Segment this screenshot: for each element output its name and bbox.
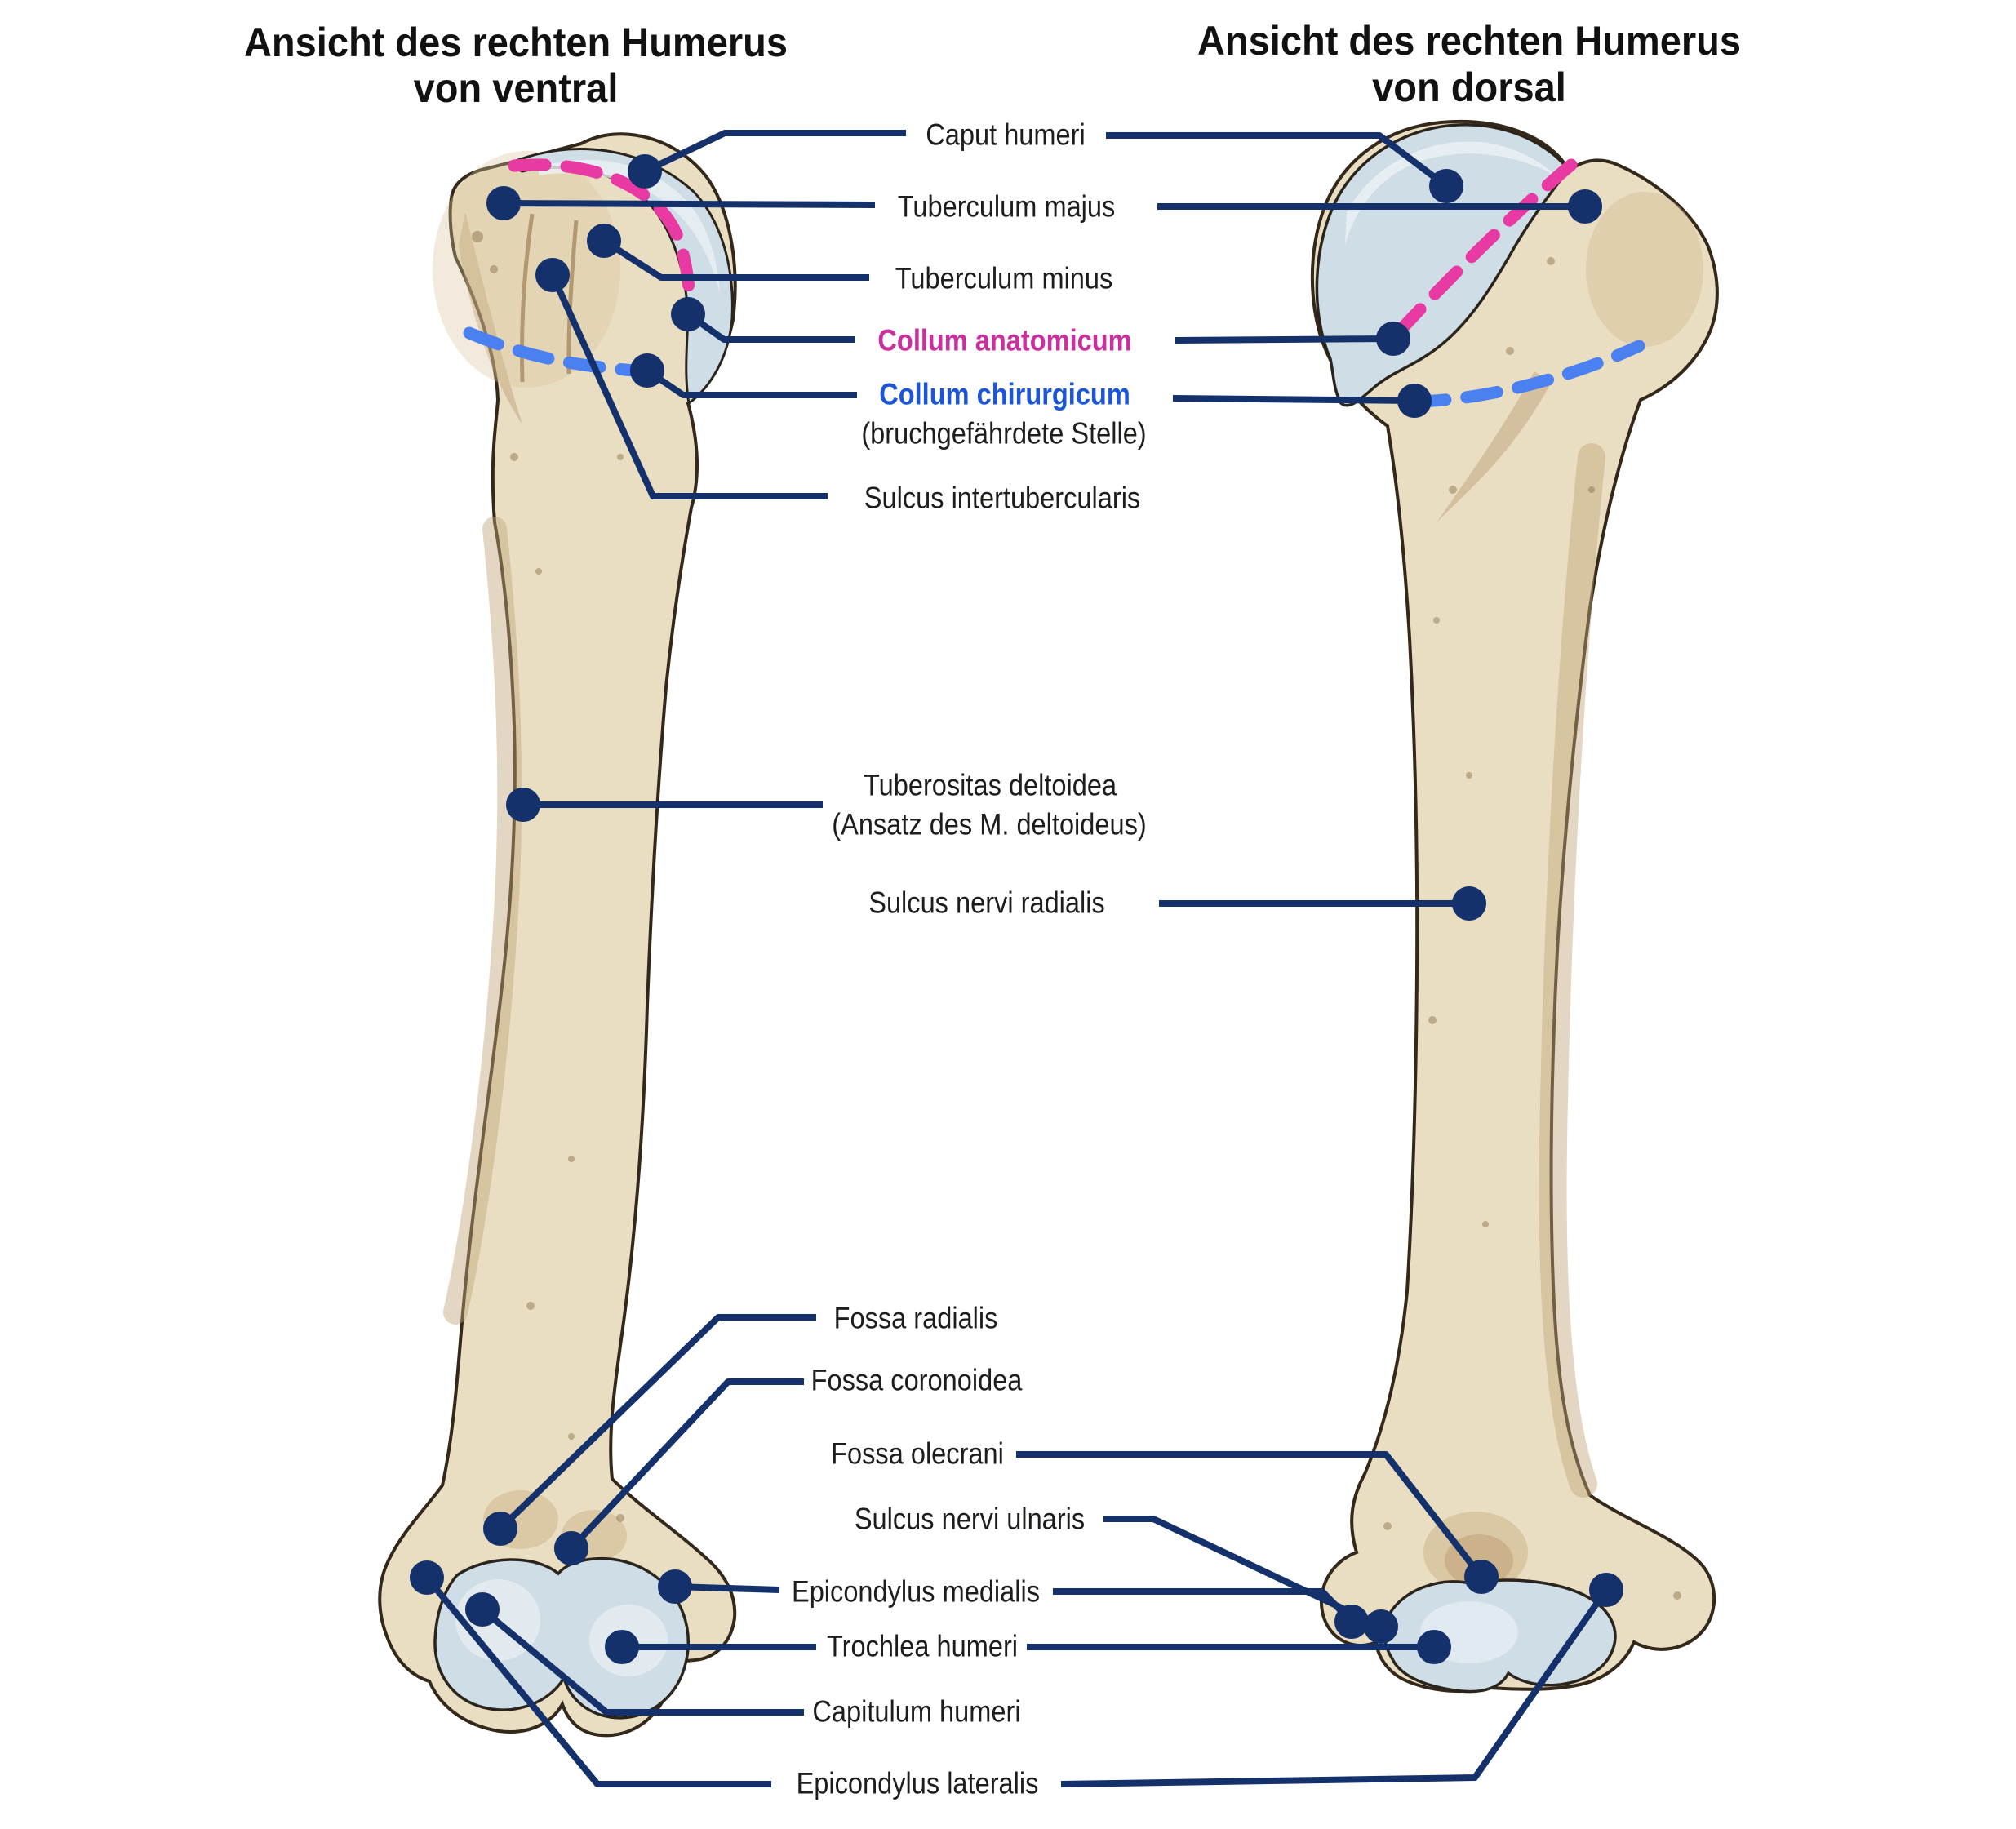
- ventral-shaft-shading: [443, 517, 522, 1325]
- leader-epicondylus-medialis-dorsal: [1053, 1588, 1369, 1639]
- leader-collum-chirurgicum-ventral: [630, 353, 857, 398]
- leader-sulcus-intertubercularis-ventral: [535, 258, 828, 499]
- title-dorsal-line2: von dorsal: [1372, 64, 1566, 110]
- leader-epicondylus-medialis-ventral: [658, 1569, 780, 1604]
- leader-fossa-radialis-ventral: [483, 1314, 816, 1546]
- dorsal-head-cartilage-highlight: [1345, 141, 1555, 245]
- label-caput-humeri: Caput humeri: [926, 118, 1086, 152]
- label-trochlea-humeri: Trochlea humeri: [826, 1629, 1019, 1663]
- label-collum-chirurgicum-note: (bruchgefährdete Stelle): [861, 416, 1147, 451]
- label-tuberositas-deltoidea: Tuberositas deltoidea: [863, 768, 1117, 802]
- leader-capitulum-humeri-ventral: [465, 1592, 804, 1716]
- title-ventral-line1: Ansicht des rechten Humerus: [243, 20, 788, 65]
- ventral-humerus-illustration: [378, 132, 737, 1738]
- label-collum-anatomicum: Collum anatomicum: [877, 323, 1132, 357]
- leader-collum-anatomicum-ventral: [671, 297, 855, 343]
- dorsal-tubercle-shading: [1586, 192, 1703, 347]
- leader-collum-chirurgicum-dorsal: [1172, 384, 1432, 418]
- collum-anatomicum-dashed-line-ventral: [508, 158, 696, 322]
- label-capitulum-humeri: Capitulum humeri: [812, 1694, 1021, 1729]
- label-sulcus-nervi-radialis: Sulcus nervi radialis: [868, 886, 1105, 920]
- label-epicondylus-medialis: Epicondylus medialis: [791, 1574, 1041, 1609]
- leader-trochlea-humeri-ventral: [605, 1630, 816, 1664]
- ventral-tubercle-shading: [459, 212, 522, 424]
- label-tuberculum-minus: Tuberculum minus: [895, 261, 1113, 295]
- leader-trochlea-humeri-dorsal: [1027, 1630, 1451, 1664]
- collum-chirurgicum-dashed-line-dorsal: [1408, 340, 1645, 408]
- collum-chirurgicum-dashed-line-ventral: [463, 326, 654, 378]
- leader-caput-humeri-ventral: [628, 130, 906, 189]
- dorsal-bone-outline: [1310, 119, 1719, 1694]
- leader-epicondylus-lateralis-ventral: [410, 1560, 771, 1787]
- label-sulcus-nervi-ulnaris: Sulcus nervi ulnaris: [854, 1502, 1086, 1536]
- label-tuberositas-deltoidea-note: (Ansatz des M. deltoideus): [832, 807, 1147, 841]
- label-fossa-coronoidea: Fossa coronoidea: [810, 1363, 1023, 1397]
- leader-collum-anatomicum-dorsal: [1175, 322, 1410, 356]
- collum-anatomicum-dashed-line-dorsal: [1387, 158, 1578, 344]
- leader-sulcus-nervi-radialis-dorsal: [1159, 886, 1486, 921]
- label-tuberculum-majus: Tuberculum majus: [897, 189, 1116, 224]
- label-fossa-radialis: Fossa radialis: [833, 1301, 998, 1335]
- leader-fossa-olecrani-dorsal: [1016, 1451, 1499, 1594]
- leader-tuberculum-majus-dorsal: [1157, 189, 1602, 224]
- title-dorsal-line1: Ansicht des rechten Humerus: [1197, 18, 1742, 64]
- label-collum-chirurgicum: Collum chirurgicum: [879, 377, 1130, 411]
- ventral-head-cartilage-highlight: [539, 159, 720, 294]
- dorsal-humerus-illustration: [1310, 119, 1719, 1694]
- leader-epicondylus-lateralis-dorsal: [1060, 1573, 1623, 1787]
- label-epicondylus-lateralis: Epicondylus lateralis: [796, 1766, 1039, 1800]
- label-fossa-olecrani: Fossa olecrani: [831, 1436, 1004, 1471]
- dorsal-bone-speckles: [1383, 257, 1681, 1600]
- leader-fossa-coronoidea-ventral: [554, 1378, 804, 1565]
- dorsal-neck-shading: [1437, 371, 1551, 522]
- label-sulcus-intertubercularis: Sulcus intertubercularis: [864, 481, 1141, 515]
- dorsal-shaft-shading: [1539, 443, 1605, 1498]
- leader-tuberculum-majus-ventral: [486, 186, 876, 220]
- leader-tuberositas-deltoidea-ventral: [506, 788, 823, 822]
- ventral-sulcus-groove-line-1: [520, 213, 535, 383]
- title-ventral-line2: von ventral: [413, 65, 619, 111]
- leader-tuberculum-minus-ventral: [587, 224, 869, 281]
- leader-caput-humeri-dorsal: [1106, 132, 1463, 203]
